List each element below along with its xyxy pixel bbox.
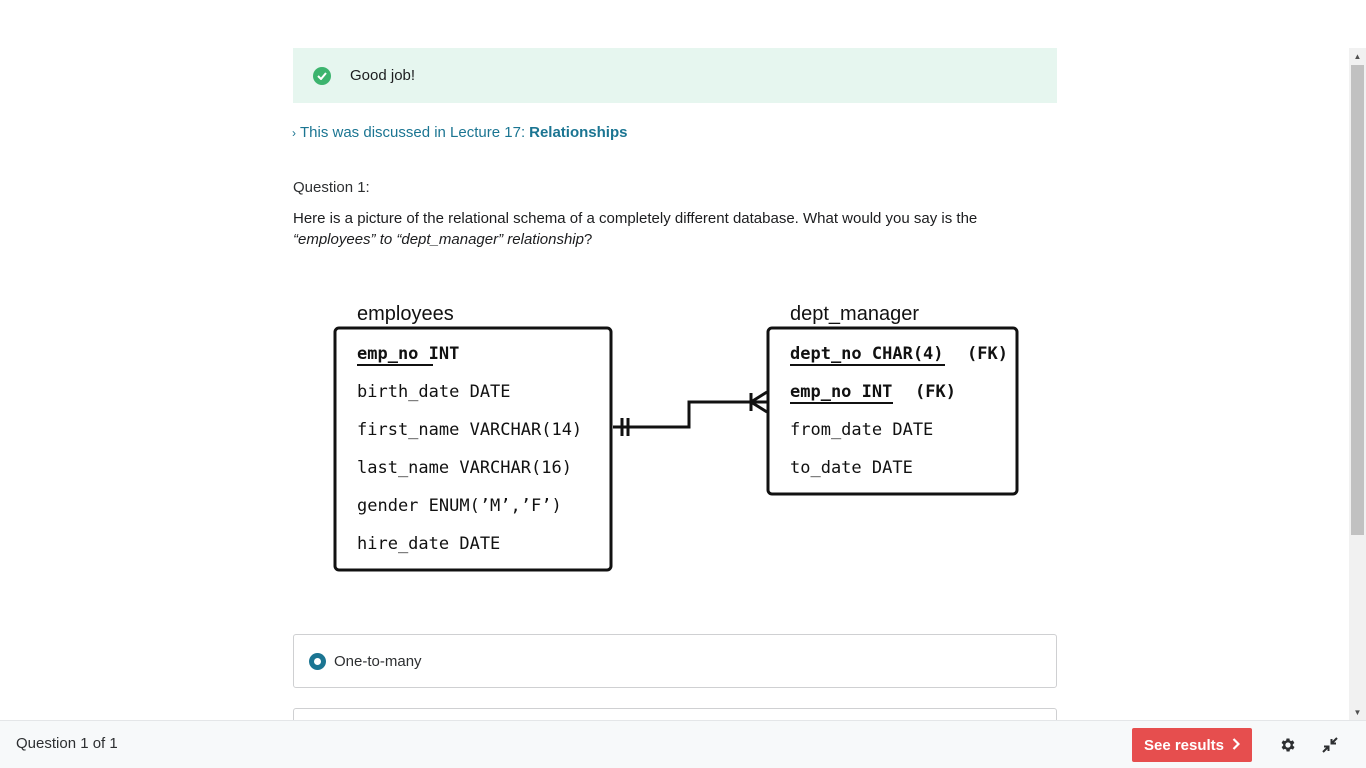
employees-field-emp-no: emp_no INT (357, 344, 459, 364)
radio-dot (314, 657, 321, 665)
er-diagram: employees emp_no INT birth_date DATE fir… (333, 303, 1019, 572)
footer-bar: Question 1 of 1 See results (0, 720, 1366, 768)
employees-field-birth-date: birth_date DATE (357, 382, 511, 402)
question-text: Here is a picture of the relational sche… (293, 208, 1053, 250)
scrollbar-thumb[interactable] (1351, 65, 1364, 535)
chevron-right-icon: › (292, 125, 296, 140)
banner-message: Good job! (350, 67, 416, 84)
employees-field-hire-date: hire_date DATE (357, 534, 500, 554)
employees-box (333, 326, 613, 572)
question-text-italic: “employees” to “dept_manager” relationsh… (293, 231, 584, 248)
dept-manager-field-dept-no: dept_no CHAR(4) (790, 344, 944, 364)
check-circle-icon (313, 66, 331, 85)
scrollbar[interactable]: ▲ ▼ (1349, 48, 1366, 720)
employees-field-first-name: first_name VARCHAR(14) (357, 420, 582, 440)
success-banner: Good job! (293, 48, 1057, 103)
fk-label: (FK) (915, 382, 956, 402)
question-number: Question 1: (293, 179, 370, 196)
dept-manager-field-to-date: to_date DATE (790, 458, 913, 478)
collapse-icon[interactable] (1319, 734, 1341, 756)
question-text-lead: Here is a picture of the relational sche… (293, 210, 978, 227)
question-text-tail: ? (583, 231, 593, 248)
lecture-link[interactable]: Relationships (529, 124, 628, 141)
see-results-label: See results (1143, 736, 1225, 754)
answer-option[interactable] (293, 708, 1057, 720)
employees-field-last-name: last_name VARCHAR(16) (357, 458, 572, 478)
chevron-right-icon (1232, 737, 1241, 754)
fk-label: (FK) (967, 344, 1008, 364)
dept-manager-title: dept_manager (790, 303, 919, 325)
employees-title: employees (357, 303, 454, 325)
scroll-down-arrow-icon[interactable]: ▼ (1353, 707, 1362, 717)
gear-icon[interactable] (1277, 734, 1299, 756)
dept-manager-field-from-date: from_date DATE (790, 420, 933, 440)
answer-option[interactable]: One-to-many (293, 634, 1057, 688)
dept-manager-box (766, 326, 1019, 496)
lecture-prefix: This was discussed in Lecture 17: (300, 124, 526, 141)
see-results-button[interactable]: See results (1132, 728, 1252, 762)
relationship-connector (613, 390, 768, 436)
employees-field-gender: gender ENUM(’M’,’F’) (357, 496, 562, 516)
dept-manager-field-emp-no: emp_no INT (790, 382, 892, 402)
answer-label: One-to-many (334, 652, 422, 670)
scroll-up-arrow-icon[interactable]: ▲ (1353, 51, 1362, 61)
main-content: Good job! › This was discussed in Lectur… (292, 48, 1057, 720)
radio-selected-icon[interactable] (309, 652, 326, 670)
lecture-reference[interactable]: › This was discussed in Lecture 17: Rela… (292, 124, 627, 141)
question-progress: Question 1 of 1 (16, 735, 118, 752)
